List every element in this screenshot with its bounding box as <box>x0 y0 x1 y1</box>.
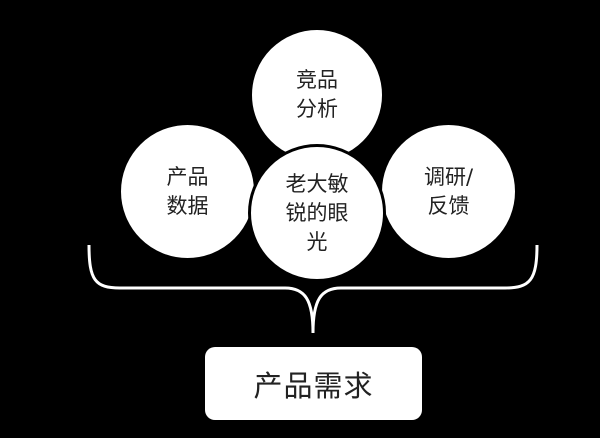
circle-boss-insight: 老大敏 锐的眼 光 <box>248 144 386 282</box>
product-requirements-box: 产品需求 <box>205 347 422 420</box>
circle-label: 老大敏 锐的眼 光 <box>285 171 349 254</box>
circle-label: 产品 数据 <box>166 164 209 218</box>
result-label: 产品需求 <box>253 368 374 403</box>
circle-label: 调研/ 反馈 <box>423 164 474 218</box>
circle-research-feedback: 调研/ 反馈 <box>379 122 518 261</box>
circle-competitor-analysis: 竞品 分析 <box>249 27 385 163</box>
circle-label: 竞品 分析 <box>296 68 338 121</box>
